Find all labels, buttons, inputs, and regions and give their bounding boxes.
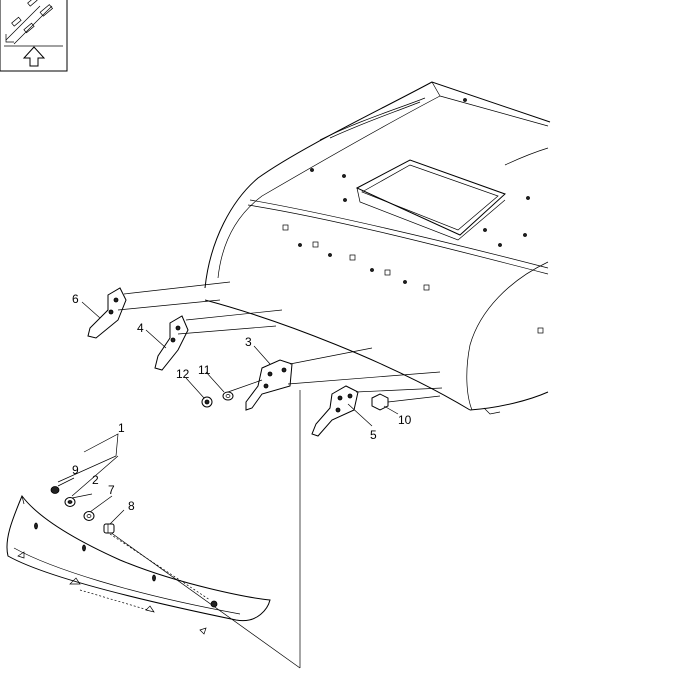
washer-part-2[interactable] <box>64 497 76 507</box>
callout-11: 11 <box>198 363 211 377</box>
view-orientation-icon <box>5 0 54 45</box>
handle-part-3[interactable] <box>245 359 293 411</box>
handle-part-4[interactable] <box>154 315 189 371</box>
callout-2: 2 <box>92 473 99 487</box>
nut-part-12[interactable] <box>201 396 213 408</box>
assembly-lines <box>109 281 443 669</box>
up-arrow-icon[interactable] <box>22 46 46 67</box>
cab-roof <box>204 81 551 415</box>
washer-part-7[interactable] <box>83 511 95 521</box>
callout-8: 8 <box>128 499 135 513</box>
callout-1: 1 <box>118 421 125 435</box>
handle-part-5[interactable] <box>311 385 359 437</box>
sun-visor-part-1[interactable] <box>6 495 271 635</box>
orientation-box[interactable] <box>0 0 68 72</box>
callout-10: 10 <box>398 413 412 427</box>
callout-7: 7 <box>108 483 115 497</box>
leader-lines <box>57 301 399 525</box>
callout-labels: 1 2 3 4 5 6 7 8 9 10 11 12 <box>72 292 412 513</box>
screw-part-9[interactable] <box>50 486 60 494</box>
callout-4: 4 <box>137 321 144 335</box>
callout-12: 12 <box>176 367 190 381</box>
callout-9: 9 <box>72 463 79 477</box>
callout-3: 3 <box>245 335 252 349</box>
washer-part-11[interactable] <box>222 391 234 401</box>
spacer-part-8[interactable] <box>103 523 115 534</box>
callout-6: 6 <box>72 292 79 306</box>
handle-part-6[interactable] <box>87 287 127 339</box>
nut-part-10[interactable] <box>371 393 389 411</box>
callout-5: 5 <box>370 428 377 442</box>
